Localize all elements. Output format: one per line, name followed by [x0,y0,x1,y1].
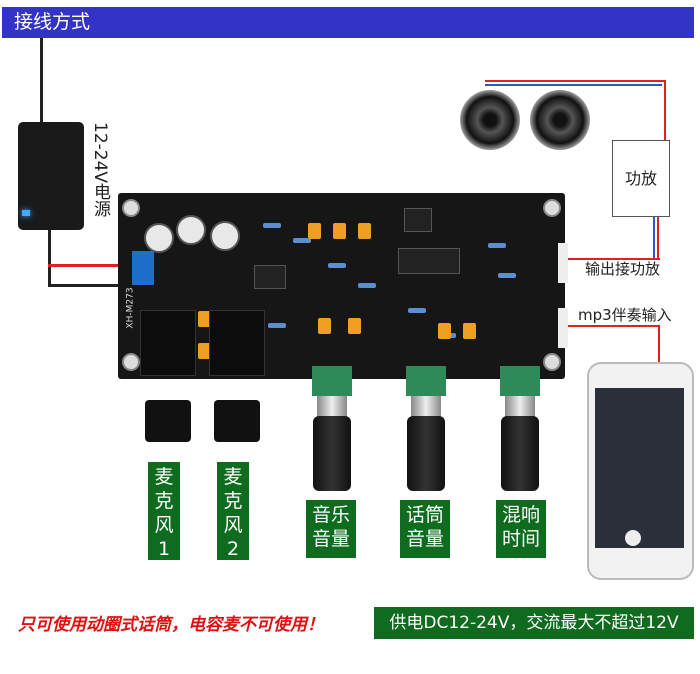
capacitor [348,318,361,334]
mic1-socket [145,400,191,442]
resistor [268,323,286,328]
play-button-icon [625,530,641,546]
power-note: 供电DC12-24V，交流最大不超过12V [374,607,694,639]
capacitor [144,223,174,253]
speaker-wire [485,80,665,82]
resistor [488,243,506,248]
speaker-wire [664,80,666,142]
adapter-label: 12-24V电源 [90,122,110,218]
label-music-volume: 音乐音量 [306,500,356,558]
phone-screen [595,388,684,548]
resistor [408,308,426,313]
power-wire-red [48,264,138,267]
output-connector [558,243,568,283]
output-label: 输出接功放 [585,260,661,278]
music-volume-knob[interactable] [313,416,351,491]
speaker-wire [485,84,662,86]
music-volume-pot [312,366,352,396]
input-wire [560,325,660,327]
mic-volume-knob[interactable] [407,416,445,491]
capacitor [198,311,211,327]
input-connector [558,308,568,348]
resistor [293,238,311,243]
capacitor [198,343,211,359]
mount-hole [122,199,140,217]
resistor [263,223,281,228]
resistor [328,263,346,268]
warning-text: 只可使用动圈式话筒，电容麦不可使用！ [18,615,324,635]
ic-chip [398,248,460,274]
mount-hole [122,353,140,371]
input-label: mp3伴奏输入 [578,306,672,324]
label-reverb-time: 混响时间 [496,500,546,558]
mount-hole [543,353,561,371]
resistor [358,283,376,288]
mic2-socket [214,400,260,442]
label-mic-volume: 话筒音量 [400,500,450,558]
amplifier-box: 功放 [612,140,670,217]
power-terminal [132,251,154,285]
output-wire [657,215,659,260]
adapter-led-icon [22,210,30,216]
capacitor [308,223,321,239]
capacitor [438,323,451,339]
capacitor [463,323,476,339]
adapter-cable [40,38,43,124]
header-title: 接线方式 [14,11,91,33]
mic-volume-pot [406,366,446,396]
reverb-pot [500,366,540,396]
power-wire [48,230,51,285]
mic1-jack [140,310,196,376]
capacitor [358,223,371,239]
output-wire [560,258,660,260]
capacitor [318,318,331,334]
header-bar: 接线方式 [2,7,694,38]
power-wire-black [48,284,138,287]
label-mic1: 麦克风1 [148,462,180,560]
reverb-knob[interactable] [501,416,539,491]
capacitor [176,215,206,245]
input-wire [658,325,660,365]
capacitor [333,223,346,239]
ic-chip [404,208,432,232]
output-wire [653,215,655,260]
capacitor [210,221,240,251]
speaker-left-icon [460,90,520,150]
ic-chip [254,265,286,289]
resistor [498,273,516,278]
mount-hole [543,199,561,217]
pcb-board: XH-M273 [118,193,568,379]
mic2-jack [209,310,265,376]
speaker-right-icon [530,90,590,150]
label-mic2: 麦克风2 [217,462,249,560]
board-model: XH-M273 [125,287,136,329]
